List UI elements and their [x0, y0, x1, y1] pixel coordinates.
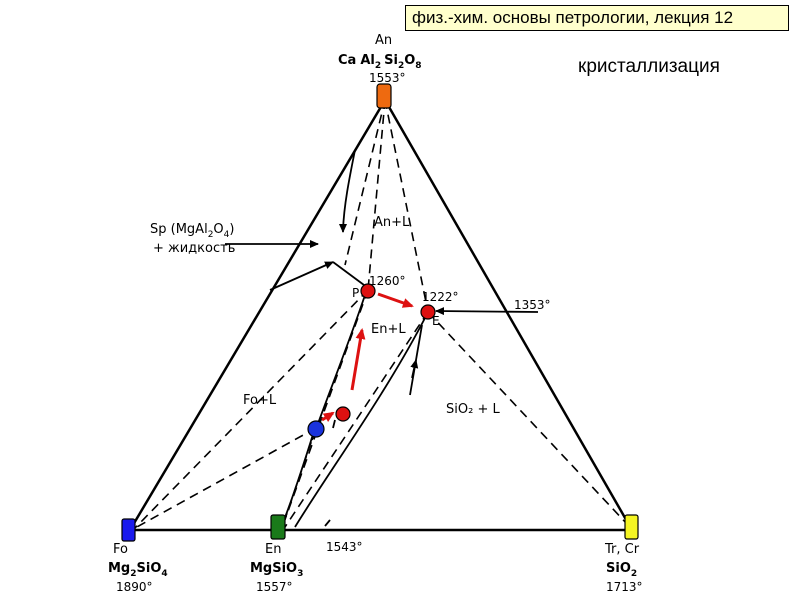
fo-temp: 1890°: [116, 580, 153, 594]
en-l-field-label: En+L: [371, 322, 406, 337]
triangle-outline: [128, 99, 634, 532]
an-swatch: [376, 83, 392, 109]
topic-title: кристаллизация: [578, 56, 720, 77]
base-temp-label: 1543°: [326, 540, 363, 554]
crystallization-path: [321, 292, 414, 423]
point-e-marker: [420, 304, 436, 320]
fo-formula: Mg2SiO4: [108, 561, 168, 579]
spinel-label: Sp (MgAl2O4): [150, 222, 234, 240]
fo-name: Fo: [113, 542, 128, 557]
an-temp: 1553°: [369, 71, 406, 85]
point-e-temp: 1222°: [422, 290, 459, 304]
lecture-title-box: физ.-хим. основы петрологии, лекция 12: [405, 5, 789, 31]
point-p-marker: [360, 283, 376, 299]
side-temp-label: 1353°: [514, 298, 551, 312]
spinel-liquid-label: + жидкость: [153, 241, 235, 256]
path-point-marker: [335, 406, 351, 422]
sio2-formula: SiO2: [606, 561, 637, 579]
sio2-l-field-label: SiO₂ + L: [446, 402, 500, 417]
point-p-label: P: [352, 286, 359, 300]
point-e-label: E: [432, 314, 440, 328]
en-name: En: [265, 542, 281, 557]
an-l-field-label: An+L: [374, 215, 410, 230]
sio2-swatch: [624, 514, 639, 540]
fo-swatch: [121, 518, 136, 542]
sio2-temp: 1713°: [606, 580, 643, 594]
point-p-temp: 1260°: [369, 274, 406, 288]
fo-l-field-label: Fo+L: [243, 393, 277, 408]
en-swatch: [270, 514, 286, 540]
boundary-curves: [225, 149, 539, 528]
en-temp: 1557°: [256, 580, 293, 594]
en-formula: MgSiO3: [250, 561, 303, 579]
an-name: An: [375, 33, 392, 48]
initial-composition-marker: [307, 420, 325, 438]
tie-lines: [130, 99, 629, 531]
sio2-name: Tr, Cr: [604, 542, 640, 557]
